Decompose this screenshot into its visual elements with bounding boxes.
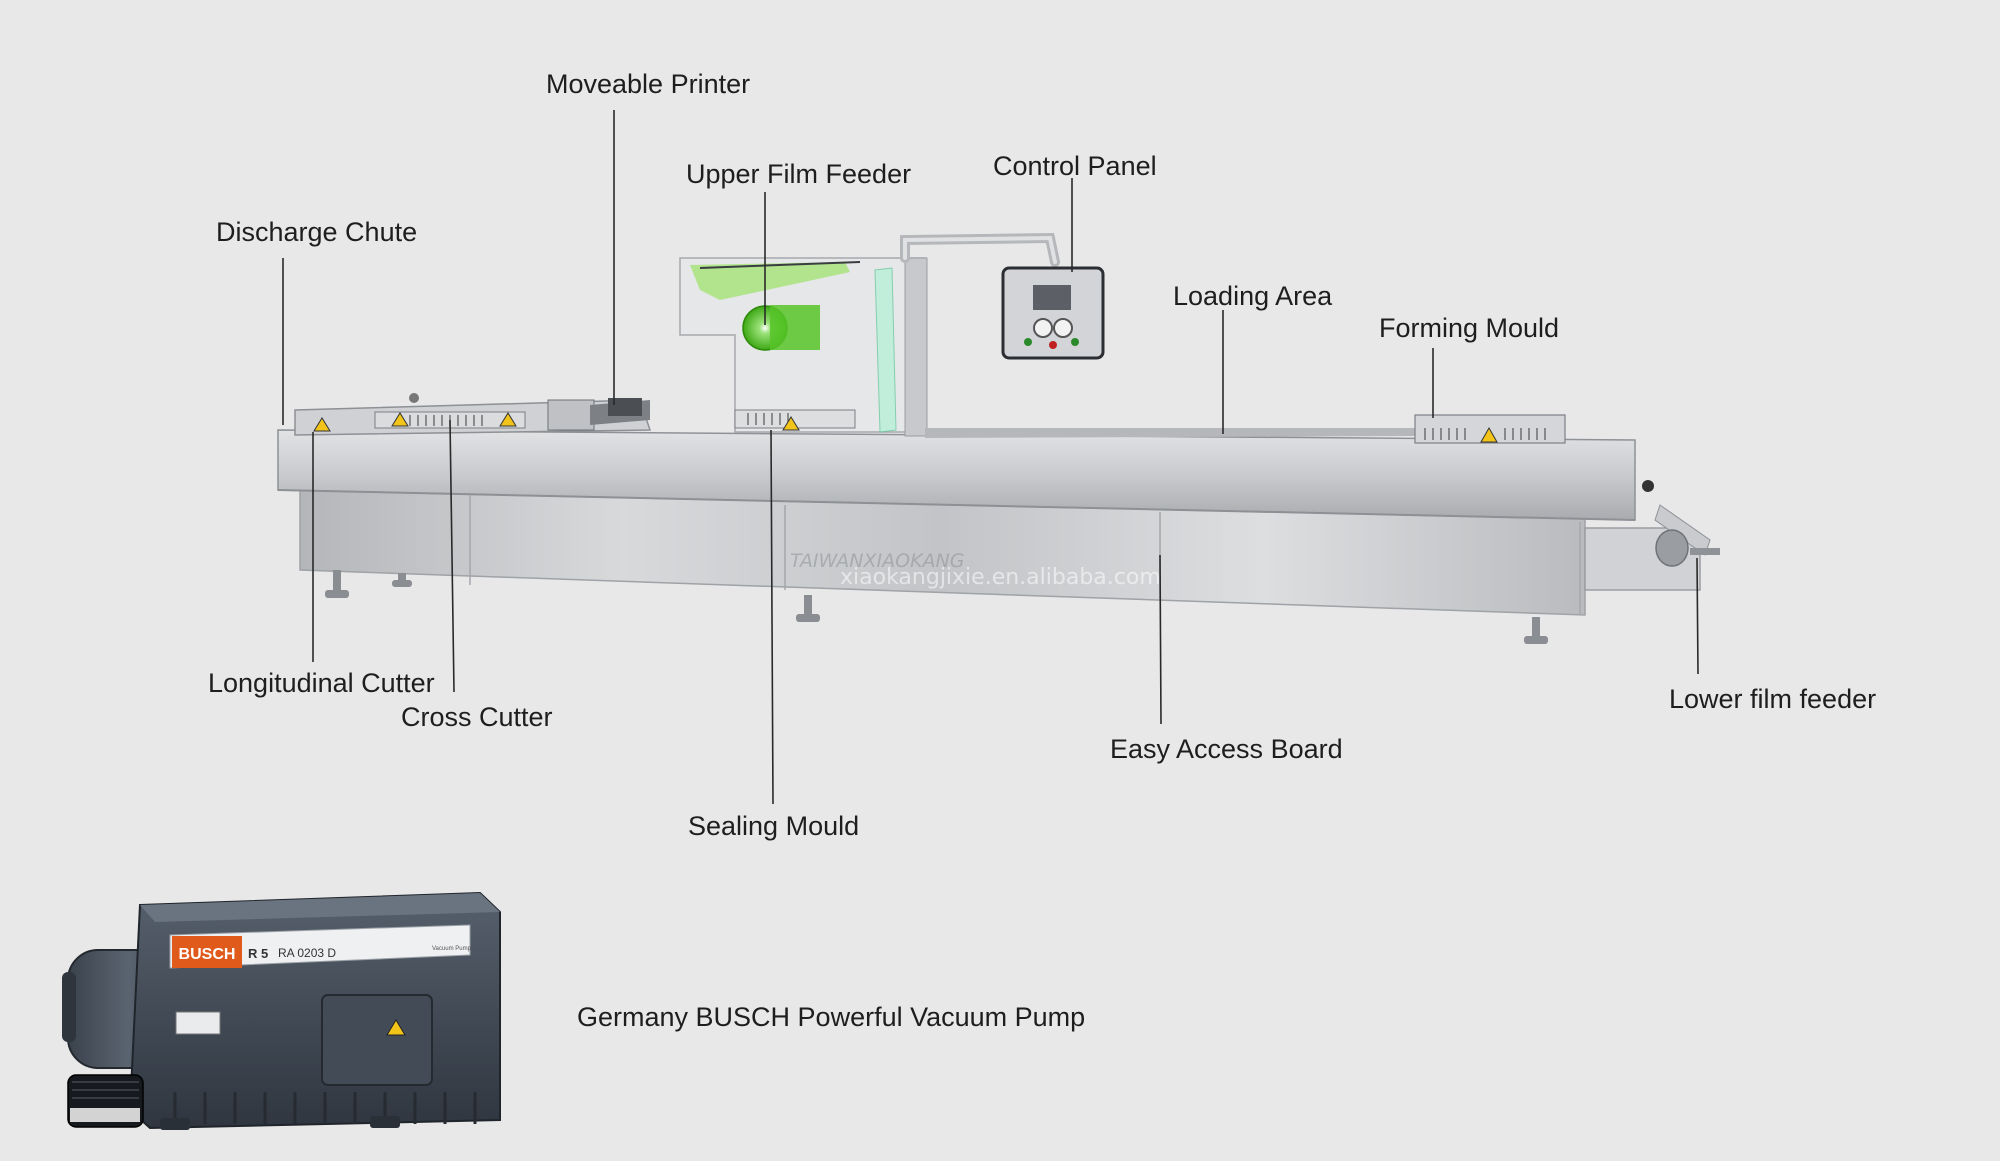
pump-caption: Germany BUSCH Powerful Vacuum Pump <box>577 1002 1086 1032</box>
label-sealing-mould: Sealing Mould <box>688 811 860 841</box>
watermark-url: xiaokangjixie.en.alibaba.com <box>840 565 1161 590</box>
vacuum-pump: BUSCH R 5 RA 0203 D Vacuum Pump <box>62 891 501 1130</box>
label-upper-film-feeder: Upper Film Feeder <box>686 159 912 189</box>
leader-lower-film-feeder <box>1696 557 1699 675</box>
leader-sealing-mould <box>770 429 774 805</box>
label-loading-area: Loading Area <box>1173 281 1333 311</box>
pump-model: RA 0203 D <box>278 946 336 960</box>
pump-model-prefix: R 5 <box>248 946 268 961</box>
label-easy-access-board: Easy Access Board <box>1110 734 1343 764</box>
watermark-brand: TAIWANXIAOKANG <box>790 550 964 572</box>
label-longitudinal-cutter: Longitudinal Cutter <box>208 668 435 698</box>
label-discharge-chute: Discharge Chute <box>216 217 418 247</box>
leader-cross-cutter <box>449 419 455 693</box>
leader-lines <box>282 110 1699 805</box>
label-moveable-printer: Moveable Printer <box>546 69 751 99</box>
control-panel-body <box>1001 266 1105 360</box>
label-forming-mould: Forming Mould <box>1379 313 1560 343</box>
machine-feet <box>325 570 1548 644</box>
machine-body: TAIWANXIAOKANG xiaokangjixie.en.alibaba.… <box>277 232 1720 644</box>
pump-warning-icon <box>386 1019 406 1036</box>
watermark: TAIWANXIAOKANG xiaokangjixie.en.alibaba.… <box>790 550 1161 590</box>
leader-easy-access-board <box>1159 554 1162 725</box>
label-lower-film-feeder: Lower film feeder <box>1669 684 1877 714</box>
busch-logo <box>172 936 242 968</box>
label-cross-cutter: Cross Cutter <box>401 702 553 732</box>
warning-triangle-icon <box>313 412 1498 443</box>
label-control-panel: Control Panel <box>993 151 1157 181</box>
busch-logo-text: BUSCH <box>179 946 236 963</box>
pump-plate-small: Vacuum Pump <box>432 946 472 952</box>
